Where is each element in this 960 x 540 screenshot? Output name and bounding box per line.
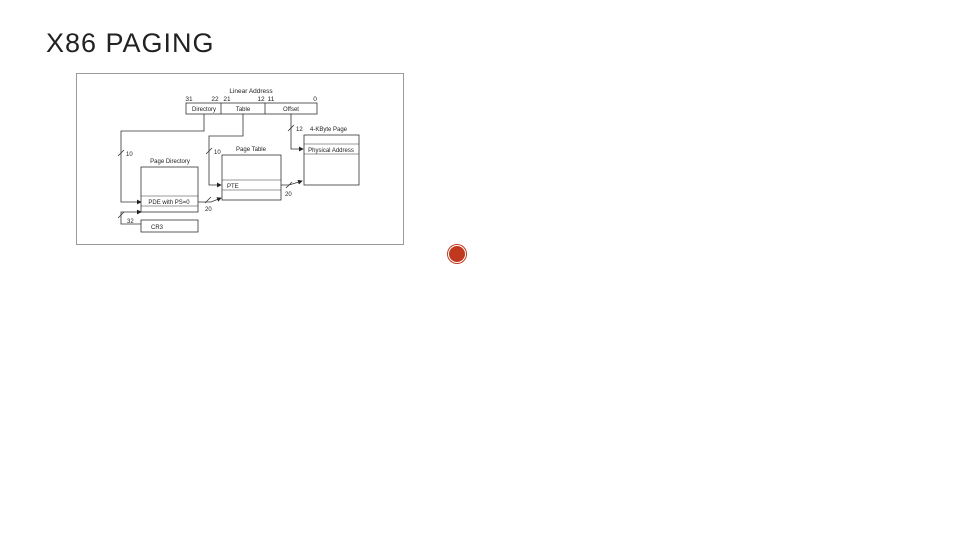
linear-address-label: Linear Address xyxy=(229,88,273,95)
width-10-table: 10 xyxy=(214,150,221,156)
physical-address-label: Physical Address xyxy=(308,148,354,154)
width-12: 12 xyxy=(296,127,303,133)
offset-line xyxy=(290,114,304,152)
bit-11: 11 xyxy=(268,96,275,103)
page-box xyxy=(303,134,360,186)
field-table: Table xyxy=(236,107,251,113)
field-directory: Directory xyxy=(192,107,216,113)
bit-0: 0 xyxy=(313,96,317,103)
page-directory-box xyxy=(140,166,199,213)
bit-22: 22 xyxy=(211,96,219,103)
width-20-pte: 20 xyxy=(285,192,292,198)
page-label: 4-KByte Page xyxy=(310,127,348,133)
page-directory-label: Page Directory xyxy=(150,159,190,165)
cr3-label: CR3 xyxy=(151,225,164,231)
paging-diagram: Linear Address 31 22 21 12 11 0 Director… xyxy=(76,73,404,245)
table-index-line xyxy=(208,114,244,188)
width-32: 32 xyxy=(127,219,134,225)
page-table-label: Page Table xyxy=(236,147,267,153)
slide-title: X86 PAGING xyxy=(46,28,215,58)
paging-diagram-svg: Linear Address 31 22 21 12 11 0 Director… xyxy=(117,88,360,233)
pde-to-table-line xyxy=(198,197,222,203)
linear-address-box xyxy=(185,102,318,115)
pte-label: PTE xyxy=(227,184,239,190)
bit-21: 21 xyxy=(223,96,231,103)
width-20-pde: 20 xyxy=(205,207,212,213)
field-offset: Offset xyxy=(283,107,299,113)
page-table-box xyxy=(221,154,282,201)
bit-12: 12 xyxy=(257,96,265,103)
cr3-line xyxy=(120,209,142,225)
cr3-box xyxy=(140,219,199,233)
pde-label: PDE with PS=0 xyxy=(148,200,190,206)
bit-31: 31 xyxy=(185,96,193,103)
directory-index-line xyxy=(120,114,205,205)
width-10-directory: 10 xyxy=(126,152,133,158)
bullet-point xyxy=(449,246,465,262)
